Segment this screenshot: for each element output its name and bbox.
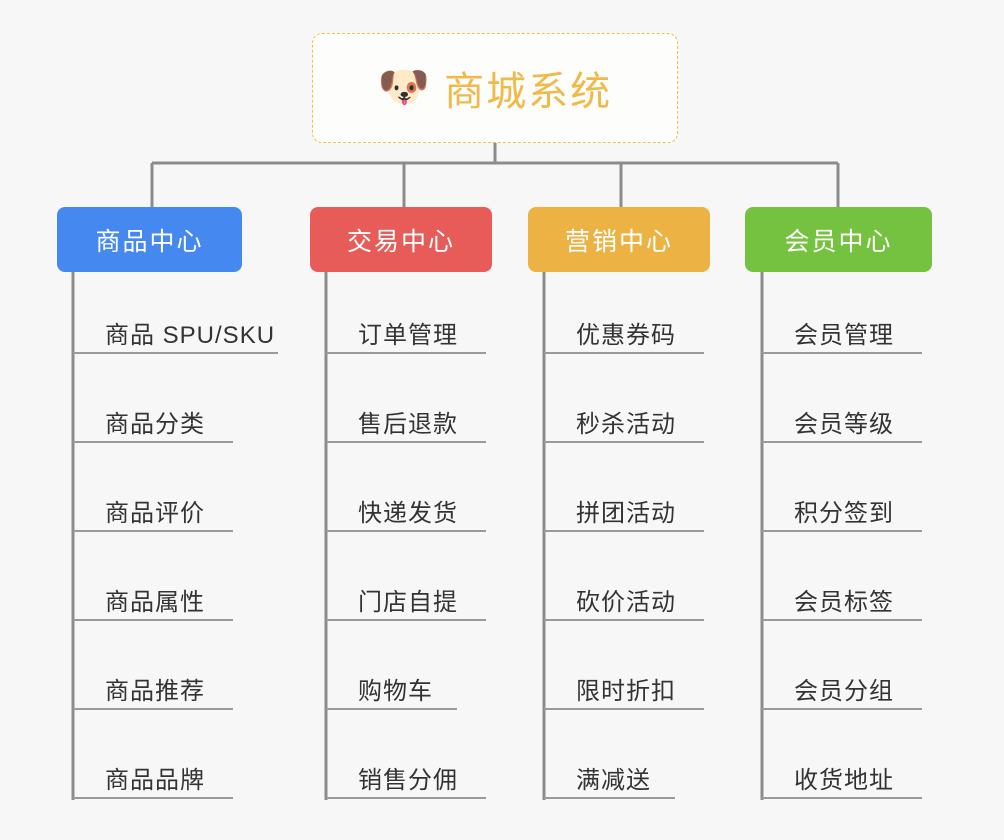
leaf-item[interactable]: 商品分类 xyxy=(73,399,233,443)
branch-header-4[interactable]: 会员中心 xyxy=(745,207,932,272)
leaf-item-label: 砍价活动 xyxy=(576,588,676,616)
leaf-item[interactable]: 砍价活动 xyxy=(544,577,704,621)
leaf-item[interactable]: 会员管理 xyxy=(762,310,922,354)
leaf-item-label: 秒杀活动 xyxy=(576,410,676,438)
leaf-item[interactable]: 购物车 xyxy=(326,666,457,710)
leaf-item[interactable]: 优惠券码 xyxy=(544,310,704,354)
branch-header-1[interactable]: 商品中心 xyxy=(57,207,242,272)
leaf-item[interactable]: 商品推荐 xyxy=(73,666,233,710)
leaf-item-label: 会员分组 xyxy=(794,677,894,705)
root-node-商城系统[interactable]: 🐶 商城系统 xyxy=(312,33,678,143)
leaf-item-label: 销售分佣 xyxy=(358,766,458,794)
leaf-item[interactable]: 门店自提 xyxy=(326,577,486,621)
leaf-item-label: 优惠券码 xyxy=(576,321,676,349)
leaf-item-label: 商品品牌 xyxy=(105,766,205,794)
leaf-item-label: 售后退款 xyxy=(358,410,458,438)
leaf-item[interactable]: 售后退款 xyxy=(326,399,486,443)
leaf-item-label: 快递发货 xyxy=(358,499,458,527)
leaf-item-label: 购物车 xyxy=(358,677,433,705)
leaf-item-label: 商品属性 xyxy=(105,588,205,616)
leaf-item-label: 商品推荐 xyxy=(105,677,205,705)
leaf-item[interactable]: 订单管理 xyxy=(326,310,486,354)
leaf-item-label: 商品 SPU/SKU xyxy=(105,321,276,349)
leaf-item[interactable]: 会员分组 xyxy=(762,666,922,710)
leaf-item-label: 订单管理 xyxy=(358,321,458,349)
leaf-item[interactable]: 收货地址 xyxy=(762,755,922,799)
branch-header-label: 会员中心 xyxy=(784,227,893,256)
branch-header-label: 营销中心 xyxy=(564,227,673,256)
leaf-item[interactable]: 销售分佣 xyxy=(326,755,486,799)
leaf-item-label: 会员标签 xyxy=(794,588,894,616)
leaf-item[interactable]: 商品属性 xyxy=(73,577,233,621)
root-title: 商城系统 xyxy=(444,70,613,114)
leaf-item[interactable]: 会员等级 xyxy=(762,399,922,443)
leaf-item-label: 拼团活动 xyxy=(576,499,676,527)
leaf-item-label: 限时折扣 xyxy=(576,677,676,705)
leaf-item-label: 会员管理 xyxy=(794,321,894,349)
branch-header-label: 交易中心 xyxy=(346,227,455,256)
leaf-item[interactable]: 商品评价 xyxy=(73,488,233,532)
leaf-item[interactable]: 积分签到 xyxy=(762,488,922,532)
leaf-item[interactable]: 限时折扣 xyxy=(544,666,704,710)
branch-header-label: 商品中心 xyxy=(95,227,204,256)
leaf-item[interactable]: 商品 SPU/SKU xyxy=(73,310,278,354)
leaf-item[interactable]: 满减送 xyxy=(544,755,675,799)
shiba-dog-face-icon: 🐶 xyxy=(377,63,431,110)
branch-header-3[interactable]: 营销中心 xyxy=(528,207,710,272)
leaf-item-label: 收货地址 xyxy=(794,766,894,794)
leaf-item[interactable]: 拼团活动 xyxy=(544,488,704,532)
leaf-item-label: 积分签到 xyxy=(794,499,894,527)
branch-header-2[interactable]: 交易中心 xyxy=(310,207,492,272)
leaf-item[interactable]: 商品品牌 xyxy=(73,755,233,799)
leaf-item-label: 商品分类 xyxy=(105,410,205,438)
leaf-item-label: 满减送 xyxy=(576,766,651,794)
leaf-item-label: 商品评价 xyxy=(105,499,205,527)
leaf-item-label: 门店自提 xyxy=(358,588,458,616)
leaf-item[interactable]: 秒杀活动 xyxy=(544,399,704,443)
leaf-item-label: 会员等级 xyxy=(794,410,894,438)
leaf-item[interactable]: 快递发货 xyxy=(326,488,486,532)
leaf-item[interactable]: 会员标签 xyxy=(762,577,922,621)
